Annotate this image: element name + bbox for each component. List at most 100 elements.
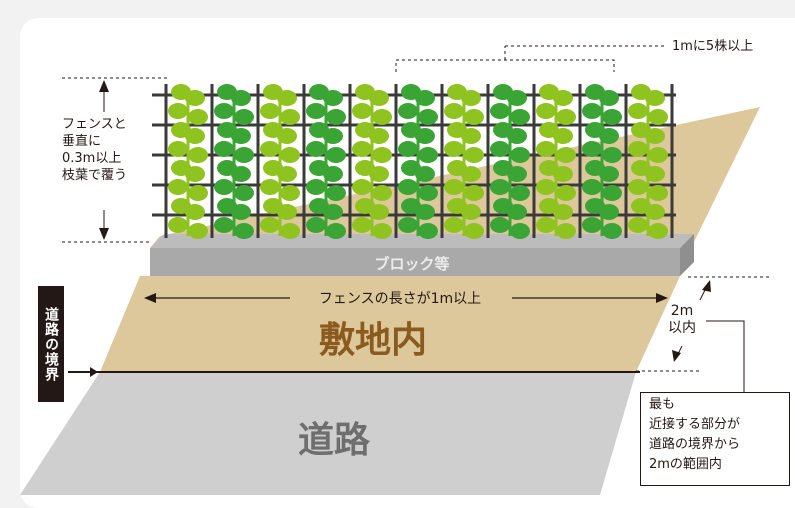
leaf (464, 223, 484, 239)
plant (582, 84, 622, 239)
leaf (231, 204, 251, 220)
distance-arrow-down (672, 350, 681, 362)
leaf (277, 90, 297, 106)
length-arrow-right (656, 293, 668, 303)
leaf (398, 179, 418, 195)
leaf (260, 141, 280, 157)
leaf (628, 103, 648, 119)
plant (260, 84, 300, 239)
leaf (556, 109, 576, 125)
plant (444, 84, 484, 239)
leaf (234, 185, 254, 201)
boundary-arrow (90, 367, 98, 377)
fence-length-label: フェンスの長さが1m以上 (319, 291, 481, 307)
leaf (464, 185, 484, 201)
leaf (214, 217, 234, 233)
leaf (461, 204, 481, 220)
boundary-label: 道路の境界 (38, 286, 64, 402)
leaf (214, 141, 234, 157)
leaf (418, 185, 438, 201)
leaf (231, 166, 251, 182)
leaf (231, 128, 251, 144)
leaf (648, 185, 668, 201)
height-note-line: 垂直に (62, 134, 102, 149)
leaf (464, 109, 484, 125)
leaf (168, 179, 188, 195)
leaf (599, 204, 619, 220)
leaf (168, 141, 188, 157)
leaf (369, 204, 389, 220)
leaf (461, 128, 481, 144)
leaf (260, 103, 280, 119)
leaf (444, 103, 464, 119)
leaf (444, 179, 464, 195)
leaf (277, 128, 297, 144)
leaf (260, 179, 280, 195)
leaf (536, 179, 556, 195)
leaf (323, 166, 343, 182)
leaf (188, 109, 208, 125)
leaf (602, 185, 622, 201)
leaf (602, 147, 622, 163)
leaf (280, 109, 300, 125)
leaf (490, 141, 510, 157)
leaf (582, 217, 602, 233)
leaf (507, 90, 527, 106)
leaf (418, 109, 438, 125)
leaf (628, 141, 648, 157)
leaf (369, 128, 389, 144)
leaf (185, 204, 205, 220)
height-arrow-up (99, 80, 109, 92)
leaf (323, 204, 343, 220)
leaf (556, 223, 576, 239)
leaf (599, 128, 619, 144)
leaf (326, 147, 346, 163)
leaf (326, 185, 346, 201)
leaf (602, 109, 622, 125)
leaf (599, 166, 619, 182)
leaf (418, 147, 438, 163)
leaf (168, 103, 188, 119)
leaf (556, 185, 576, 201)
height-arrow-down (99, 228, 109, 240)
plant (490, 84, 530, 239)
leaf (185, 128, 205, 144)
leaf (185, 90, 205, 106)
leaf (234, 109, 254, 125)
leaf (553, 166, 573, 182)
leaf (490, 217, 510, 233)
leaf (415, 166, 435, 182)
leaf (602, 223, 622, 239)
leaf (323, 128, 343, 144)
leaf (553, 204, 573, 220)
plant (628, 84, 668, 239)
leaf (280, 147, 300, 163)
one-meter-bracket (395, 45, 666, 72)
leaf (214, 179, 234, 195)
block-label: ブロック等 (374, 255, 449, 273)
distance-value: 2m (670, 303, 694, 319)
height-note-line: 枝葉で覆う (62, 168, 128, 183)
leaf (461, 90, 481, 106)
leaf (444, 141, 464, 157)
height-note-line: 0.3m以上 (62, 151, 122, 166)
length-arrow-left (144, 293, 156, 303)
plant (214, 84, 254, 239)
leaf (306, 179, 326, 195)
leaf (369, 166, 389, 182)
leaf (553, 128, 573, 144)
height-note: フェンスと 垂直に 0.3m以上 枝葉で覆う (62, 116, 127, 184)
leaf (280, 223, 300, 239)
leaf (648, 147, 668, 163)
leaf (490, 179, 510, 195)
leaf (418, 223, 438, 239)
leaf (415, 90, 435, 106)
leaf (645, 128, 665, 144)
leaf (306, 141, 326, 157)
leaf (582, 141, 602, 157)
road-area (20, 372, 636, 495)
site-area (100, 276, 680, 372)
leaf (185, 166, 205, 182)
leaf (415, 128, 435, 144)
five-per-meter-label: 1mに5株以上 (672, 39, 754, 54)
